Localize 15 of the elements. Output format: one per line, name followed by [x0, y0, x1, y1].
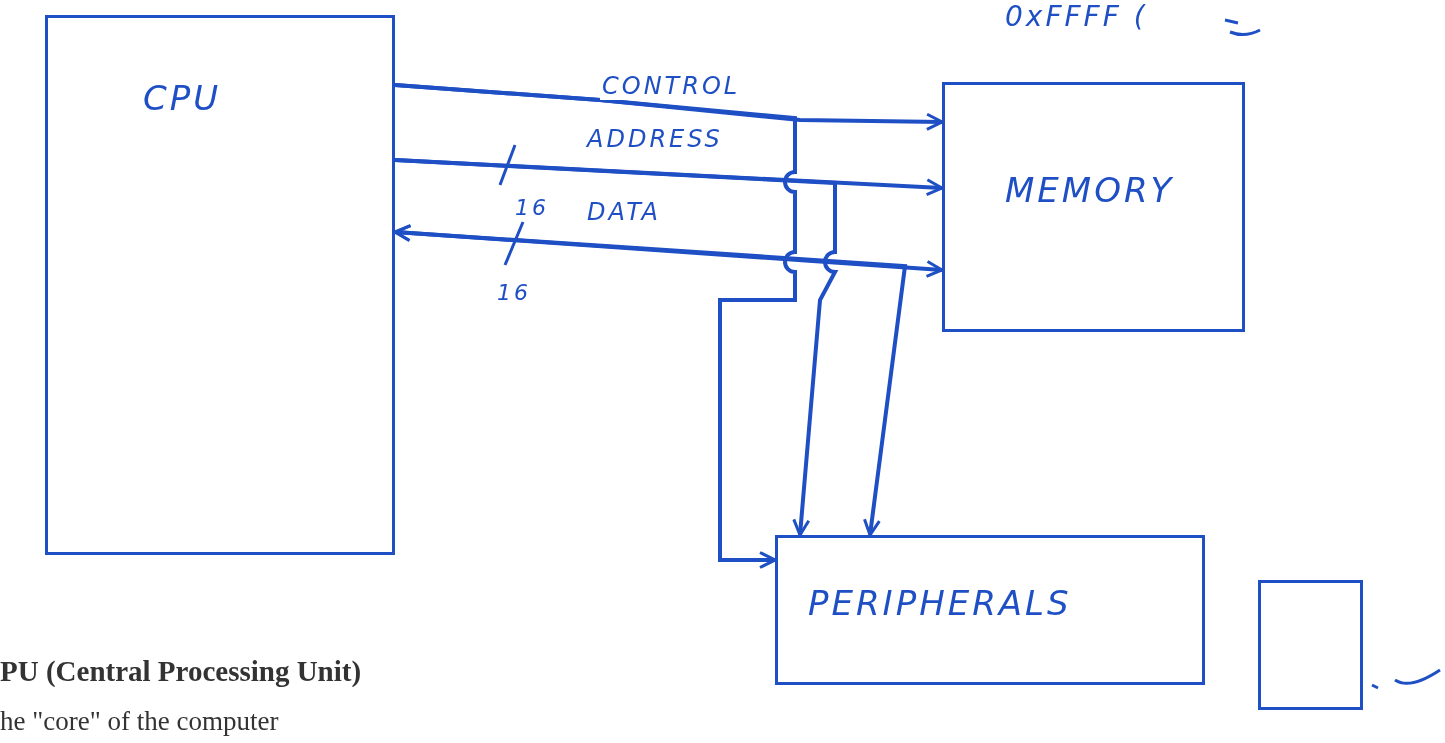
empty-box: [1258, 580, 1363, 710]
arrow: [393, 224, 908, 537]
arrow: [394, 83, 797, 569]
node-label: CPU: [143, 78, 222, 118]
heading-text: PU (Central Processing Unit): [0, 655, 362, 688]
body-text: he "core" of the computer: [0, 706, 279, 737]
handwritten-note: 16: [515, 195, 549, 220]
node-label: PERIPHERALS: [808, 583, 1072, 623]
handwritten-note: 16: [497, 280, 531, 305]
block-box: [942, 82, 1245, 332]
cpu-box: [45, 15, 395, 555]
arrow: [394, 158, 837, 537]
handwritten-note: 0xFFFF (: [1005, 0, 1148, 33]
block-box: [775, 535, 1205, 685]
node-label: MEMORY: [1005, 170, 1175, 210]
